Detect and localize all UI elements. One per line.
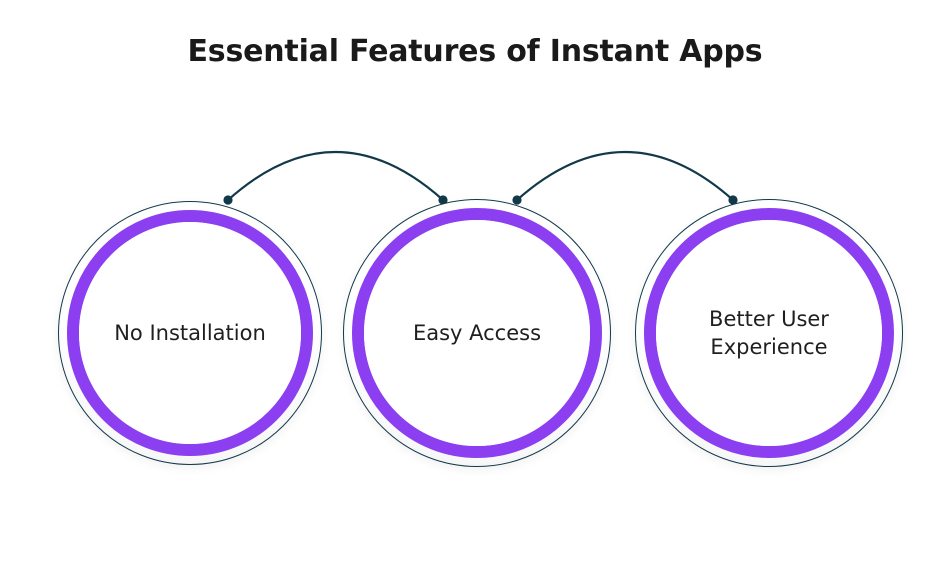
connector-1-2 [223, 151, 448, 205]
node-core: Easy Access [364, 220, 590, 446]
page-title: Essential Features of Instant Apps [187, 34, 763, 69]
node-label: Better User Experience [709, 307, 829, 359]
connector-endpoint-dot [223, 195, 233, 205]
node-label: No Installation [114, 321, 266, 345]
connector-arc [516, 151, 734, 201]
connector-2-3 [512, 151, 738, 205]
node-label: Easy Access [412, 321, 542, 345]
node-better-user-experience[interactable]: Better User Experience [635, 199, 903, 467]
connector-arc [227, 151, 444, 201]
node-core: No Installation [79, 222, 301, 444]
node-no-installation[interactable]: No Installation [58, 201, 322, 465]
node-easy-access[interactable]: Easy Access [343, 199, 611, 467]
node-core: Better User Experience [656, 220, 882, 446]
